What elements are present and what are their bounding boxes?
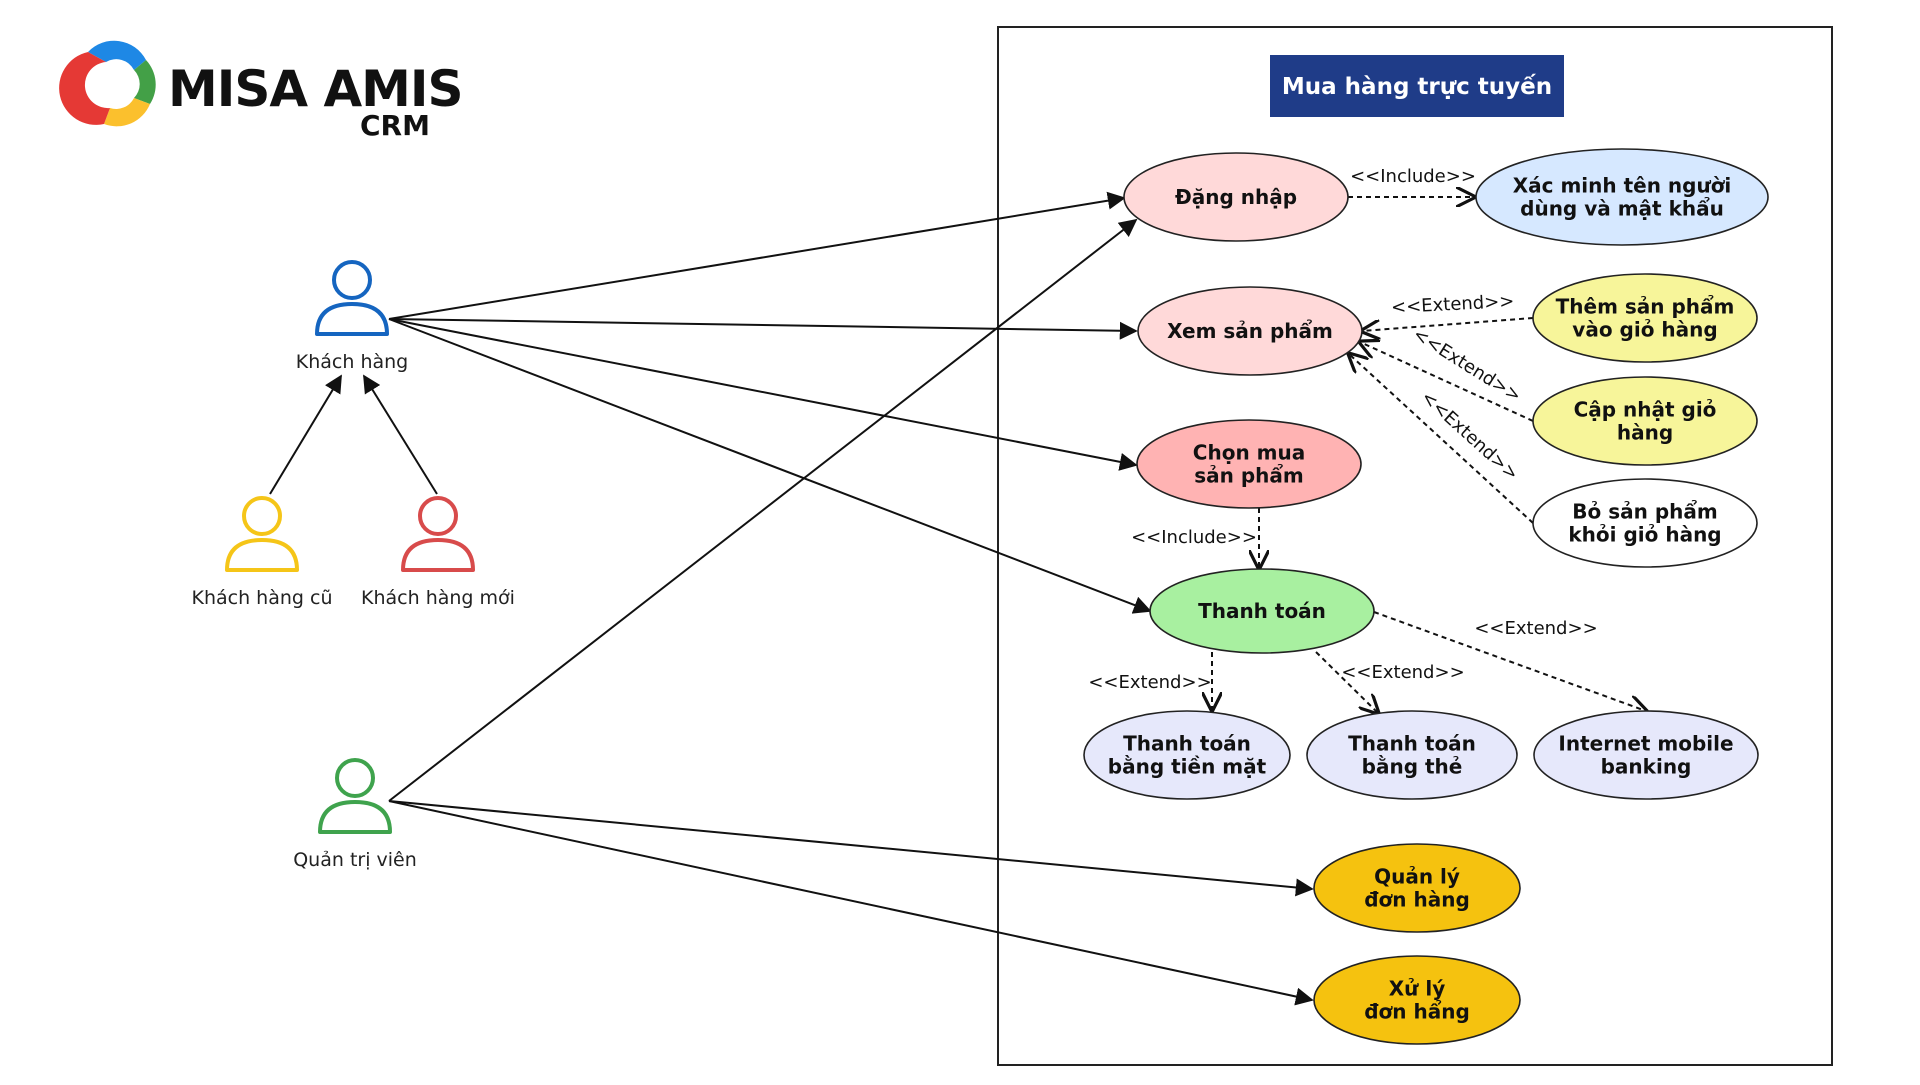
association-cust-login: [388, 191, 1126, 320]
use-case-label: Xem sản phẩm: [1167, 319, 1333, 343]
actor-label: Khách hàng mới: [361, 587, 515, 609]
use-case-label: bằng tiền mặt: [1108, 755, 1267, 779]
use-case-ellipse: [1532, 478, 1758, 568]
logo: MISA AMIS CRM: [59, 40, 464, 142]
relation-extend-remove: [1349, 354, 1534, 524]
actor-body-icon: [225, 538, 299, 572]
use-case-label: Đặng nhập: [1175, 185, 1297, 209]
actor-admin: Quản trị viên: [293, 758, 417, 871]
relation-label-extend: <<Extend>>: [1088, 672, 1211, 693]
actor-body-icon: [315, 302, 389, 336]
logo-product: CRM: [360, 109, 430, 142]
use-case-label: Thanh toán: [1123, 732, 1251, 756]
use-case-label: banking: [1601, 755, 1692, 779]
use-case-label: Thêm sản phẩm: [1556, 295, 1735, 319]
actor-label: Khách hàng: [296, 351, 408, 373]
relation-label-include: <<Include>>: [1131, 527, 1257, 548]
use-case-payment: Thanh toán: [1149, 568, 1375, 654]
use-case-label: Cập nhật giỏ: [1574, 398, 1717, 422]
association-cust-choose: [388, 318, 1138, 471]
use-case-ellipse: [1475, 148, 1769, 246]
actor-head-icon: [332, 260, 372, 300]
relation-extend-card: [1315, 651, 1378, 713]
use-case-ellipse: [1313, 843, 1521, 933]
system-boundary: [997, 26, 1833, 1066]
use-case-login: Đặng nhập: [1123, 152, 1349, 242]
actor-head-icon: [418, 496, 458, 536]
actor-head-icon: [242, 496, 282, 536]
association-admin-process: [388, 800, 1314, 1006]
relation-extend-mobile: [1373, 611, 1646, 711]
use-case-ellipse: [1532, 273, 1758, 363]
use-case-label: Xử lý: [1389, 977, 1446, 1001]
actor-body-icon: [401, 538, 475, 572]
actor-label: Quản trị viên: [293, 849, 417, 871]
use-case-label: dùng và mật khẩu: [1520, 197, 1724, 221]
use-case-label: đơn hàng: [1364, 888, 1470, 912]
relation-label-extend: <<Extend>>: [1341, 662, 1464, 683]
use-case-ellipse: [1149, 568, 1375, 654]
use-case-ellipse: [1083, 710, 1291, 800]
use-case-label: Thanh toán: [1348, 732, 1476, 756]
use-case-label: hàng: [1617, 421, 1673, 445]
actor-customer: Khách hàng: [296, 260, 408, 373]
system-title-box: [1270, 55, 1564, 117]
actor-label: Khách hàng cũ: [192, 587, 333, 609]
use-case-label: Internet mobile: [1558, 732, 1733, 756]
use-case-label: khỏi giỏ hàng: [1568, 523, 1721, 547]
use-case-ellipse: [1136, 419, 1362, 509]
relation-extend-update: [1360, 342, 1534, 422]
generalization-old: [269, 374, 342, 495]
use-case-ellipse: [1123, 152, 1349, 242]
relation-label-include: <<Include>>: [1350, 166, 1476, 187]
use-case-label: đơn hẩng: [1364, 1000, 1470, 1024]
logo-swirl-icon: [59, 40, 156, 127]
use-case-label: vào giỏ hàng: [1572, 318, 1717, 342]
use-case-ellipse: [1313, 955, 1521, 1045]
actor-new-customer: Khách hàng mới: [361, 496, 515, 609]
use-case-ellipse: [1137, 286, 1363, 376]
association-admin-login: [388, 218, 1138, 802]
association-cust-view: [388, 318, 1138, 340]
use-case-ellipse: [1532, 376, 1758, 466]
use-case-ellipse: [1306, 710, 1518, 800]
association-admin-manage: [388, 800, 1314, 897]
actor-old-customer: Khách hàng cũ: [192, 496, 333, 609]
use-case-label: bằng thẻ: [1362, 755, 1463, 779]
use-case-label: sản phẩm: [1194, 464, 1304, 488]
logo-brand: MISA AMIS: [168, 60, 463, 118]
use-case-label: Quản lý: [1374, 865, 1460, 889]
use-case-ellipse: [1533, 710, 1759, 800]
use-case-label: Xác minh tên người: [1513, 174, 1732, 198]
actor-body-icon: [318, 800, 392, 834]
system-title: Mua hàng trực tuyến: [1282, 73, 1552, 100]
association-cust-pay: [388, 318, 1152, 614]
actor-head-icon: [335, 758, 375, 798]
use-case-label: Bỏ sản phẩm: [1572, 500, 1717, 524]
use-case-view-product: Xem sản phẩm: [1137, 286, 1363, 376]
relation-label-extend: <<Extend>>: [1474, 618, 1597, 639]
relations-layer: [269, 191, 1646, 1006]
relation-label-extend: <<Extend>>: [1391, 291, 1515, 318]
generalization-new: [363, 374, 438, 495]
use-case-label: Chọn mua: [1193, 441, 1305, 465]
relation-extend-add: [1362, 317, 1534, 331]
use-case-label: Thanh toán: [1198, 599, 1326, 623]
